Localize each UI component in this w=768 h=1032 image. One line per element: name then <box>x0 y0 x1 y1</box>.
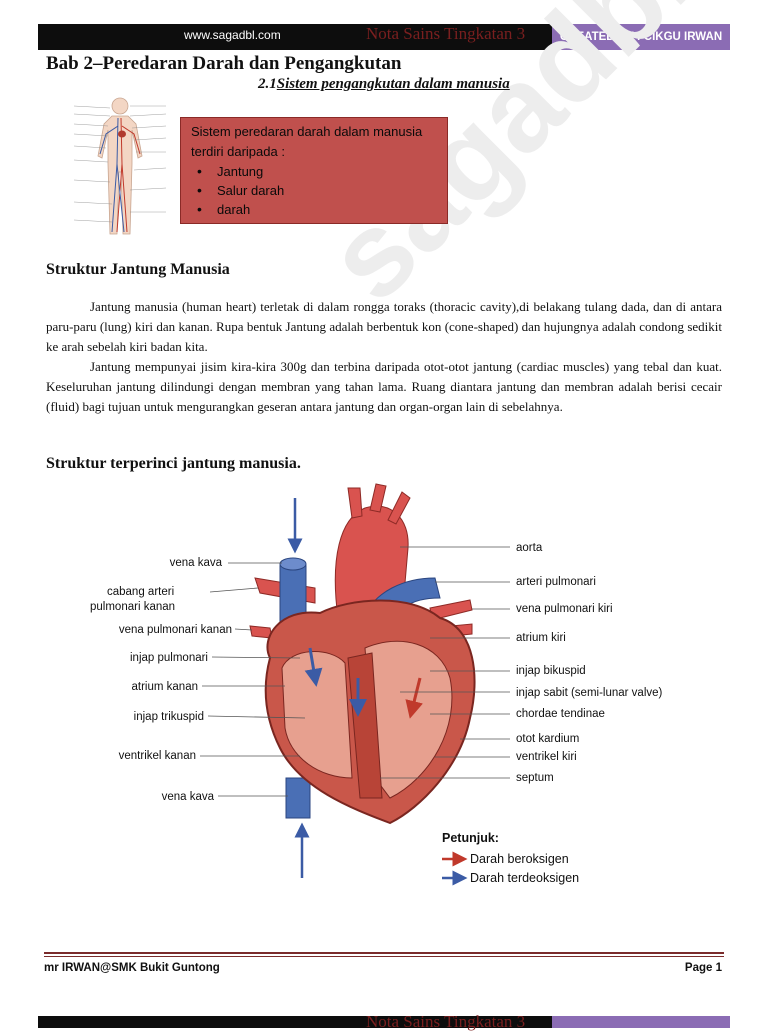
heart-interior-right <box>281 651 353 779</box>
label-otot-kardium: otot kardium <box>516 733 579 745</box>
footer-author: mr IRWAN@SMK Bukit Guntong <box>44 962 220 974</box>
header-site: www.sagadbl.com <box>184 28 281 42</box>
aorta-branches <box>347 483 411 525</box>
label-injap-pulmonari: injap pulmonari <box>130 652 208 664</box>
label-injap-sabit: injap sabit (semi-lunar valve) <box>516 687 663 699</box>
legend-title: Petunjuk: <box>442 831 499 845</box>
section-number: 2.1 <box>258 76 277 92</box>
label-pulmonari-kanan: pulmonari kanan <box>90 601 175 613</box>
label-arteri-pulmonari: arteri pulmonari <box>516 576 596 588</box>
paragraph-2-text: Jantung mempunyai jisim kira-kira 300g d… <box>46 359 722 414</box>
label-aorta: aorta <box>516 542 543 554</box>
label-atrium-kiri: atrium kiri <box>516 632 566 644</box>
paragraph-2: Jantung mempunyai jisim kira-kira 300g d… <box>46 357 722 417</box>
label-injap-bikuspid: injap bikuspid <box>516 665 586 677</box>
list-item: Jantung <box>217 162 284 181</box>
footer-page-number: Page 1 <box>684 962 722 974</box>
label-injap-trikuspid: injap trikuspid <box>134 711 204 723</box>
section-title: 2.1Sistem pengangkutan dalam manusia <box>258 76 510 93</box>
detail-heading: Struktur terperinci jantung manusia. <box>46 455 301 472</box>
header-created-by: CREATED BY : CIKGU IRWAN <box>552 24 730 50</box>
circulatory-system-figure <box>73 97 167 235</box>
label-cabang-arteri: cabang arteri <box>107 586 174 598</box>
label-septum: septum <box>516 772 554 784</box>
info-box-list: Jantung Salur darah darah <box>217 162 284 219</box>
label-atrium-kanan: atrium kanan <box>132 681 198 693</box>
legend-oxygenated: Darah beroksigen <box>470 852 569 866</box>
footer-rule <box>44 952 724 954</box>
next-header-created-block <box>552 1016 730 1028</box>
paragraph-1: Jantung manusia (human heart) terletak d… <box>46 297 722 357</box>
paragraph-1-text: Jantung manusia (human heart) terletak d… <box>46 299 722 354</box>
label-vena-pulmonari-kiri: vena pulmonari kiri <box>516 603 613 615</box>
footer-rule-thin <box>44 956 724 957</box>
label-ventrikel-kanan: ventrikel kanan <box>119 750 196 762</box>
heart-diagram: vena kava cabang arteri pulmonari kanan … <box>90 483 663 886</box>
header-title: Nota Sains Tingkatan 3 <box>366 24 526 43</box>
chapter-title: Bab 2–Peredaran Darah dan Pengangkutan <box>46 53 402 74</box>
info-box-line2: terdiri daripada : <box>191 144 285 159</box>
label-vena-kava-bottom: vena kava <box>162 791 215 803</box>
legend-deoxygenated: Darah terdeoksigen <box>470 871 579 885</box>
list-item: darah <box>217 200 284 219</box>
label-vena-kava-top: vena kava <box>170 557 223 569</box>
section-title-text: Sistem pengangkutan dalam manusia <box>276 76 510 92</box>
next-header-title: Nota Sains Tingkatan 3 <box>366 1012 526 1031</box>
next-page-header: Nota Sains Tingkatan 3 <box>38 1012 730 1031</box>
label-vena-pulmonari-kanan: vena pulmonari kanan <box>119 624 232 636</box>
inferior-vena-cava <box>285 777 311 819</box>
info-box: Sistem peredaran darah dalam manusia ter… <box>180 117 448 224</box>
page-header: www.sagadbl.com Nota Sains Tingkatan 3 C… <box>38 24 730 50</box>
list-item: Salur darah <box>217 181 284 200</box>
info-box-line1: Sistem peredaran darah dalam manusia <box>191 124 423 139</box>
heart-interior-left <box>364 640 453 799</box>
structure-heading: Struktur Jantung Manusia <box>46 261 230 278</box>
label-chordae-tendinae: chordae tendinae <box>516 708 605 720</box>
label-ventrikel-kiri: ventrikel kiri <box>516 751 577 763</box>
